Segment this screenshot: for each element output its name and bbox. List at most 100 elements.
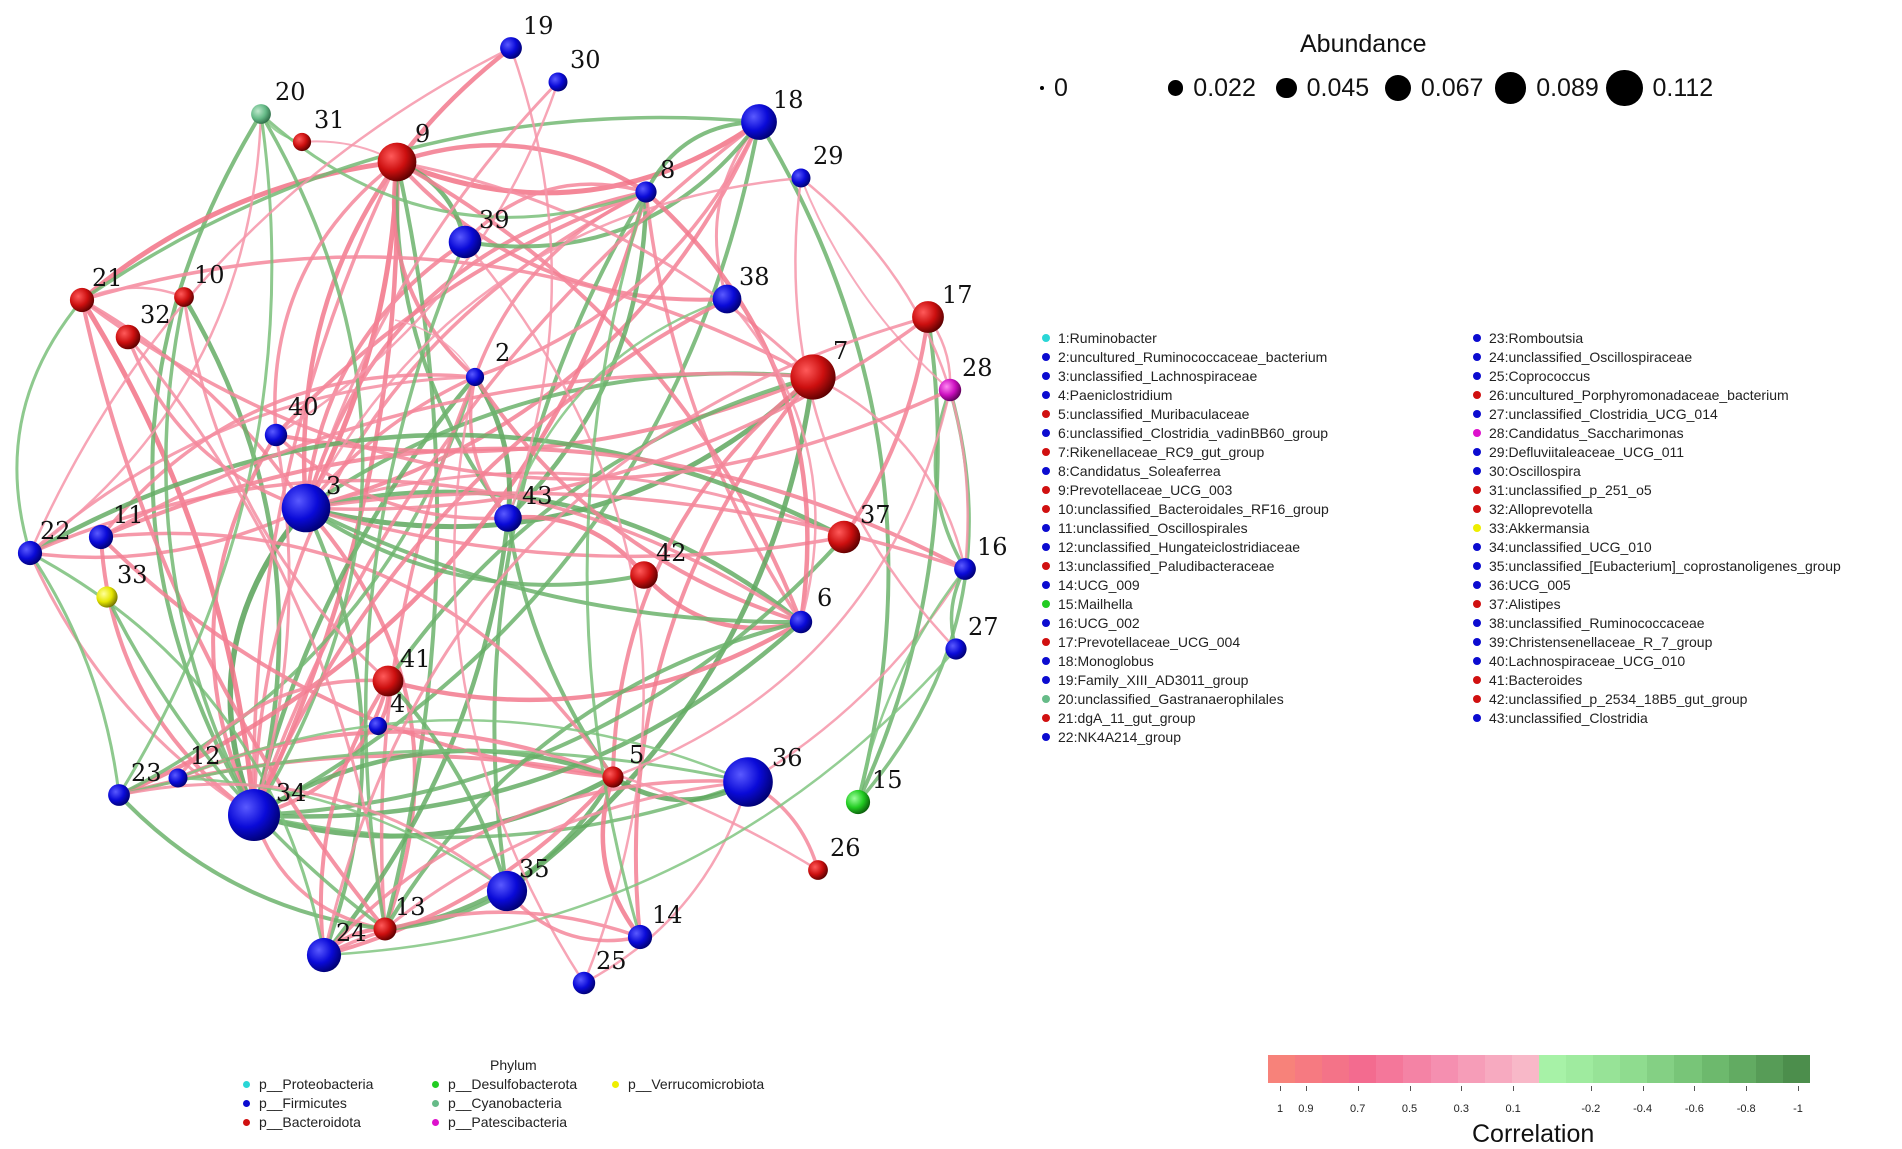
node-33 <box>96 586 118 608</box>
node-label-34: 34 <box>276 779 307 807</box>
colorbar-cell <box>1430 1055 1458 1083</box>
taxa-legend-item: 30:Oscillospira <box>1473 461 1841 480</box>
taxa-color-dot <box>1042 333 1050 342</box>
colorbar-cell <box>1593 1055 1621 1083</box>
colorbar-cell <box>1349 1055 1377 1083</box>
edge-9-21 <box>80 159 398 302</box>
taxa-legend-label: 19:Family_XIII_AD3011_group <box>1058 671 1249 688</box>
edge-28-5 <box>612 389 952 779</box>
node-label-6: 6 <box>817 584 832 612</box>
edge-32-3 <box>126 336 307 510</box>
taxa-color-dot <box>1042 580 1050 589</box>
phylum-color-dot <box>432 1118 439 1126</box>
colorbar-tick-mark <box>1746 1086 1748 1091</box>
node-34 <box>228 789 280 841</box>
node-36 <box>723 757 773 807</box>
edge-7-9 <box>396 160 815 379</box>
colorbar-cell <box>1728 1055 1756 1083</box>
node-label-11: 11 <box>113 501 144 529</box>
taxa-color-dot <box>1042 694 1050 703</box>
edge-40-9 <box>273 160 399 436</box>
taxa-color-dot <box>1473 561 1481 570</box>
taxa-legend-label: 32:Alloprevotella <box>1489 500 1593 517</box>
taxa-legend-label: 1:Ruminobacter <box>1058 329 1157 346</box>
abundance-legend-label: 0.045 <box>1306 73 1370 102</box>
taxa-color-dot <box>1473 409 1481 418</box>
taxa-legend-item: 39:Christensenellaceae_R_7_group <box>1473 632 1841 651</box>
edge-34-11 <box>99 536 256 817</box>
node-11 <box>88 524 114 550</box>
node-10 <box>174 287 194 307</box>
taxa-legend-label: 31:unclassified_p_251_o5 <box>1489 481 1652 498</box>
edge-9-6 <box>396 160 803 623</box>
node-label-29: 29 <box>813 142 844 170</box>
taxa-color-dot <box>1473 637 1481 646</box>
node-35 <box>486 870 528 912</box>
edge-19-43 <box>506 47 554 519</box>
edge-11-7 <box>100 371 814 539</box>
taxa-legend-item: 33:Akkermansia <box>1473 518 1841 537</box>
taxa-color-dot <box>1473 390 1481 399</box>
edge-11-5 <box>100 531 615 778</box>
phylum-legend-label: p__Cyanobacteria <box>448 1095 562 1111</box>
correlation-colorbar <box>1268 1055 1810 1083</box>
abundance-size-marker <box>1385 75 1411 101</box>
taxa-legend-label: 42:unclassified_p_2534_18B5_gut_group <box>1489 690 1748 707</box>
edge-3-7 <box>305 375 815 530</box>
node-label-13: 13 <box>395 893 426 921</box>
node-label-30: 30 <box>570 46 601 74</box>
edge-38-6 <box>726 298 817 623</box>
taxa-legend-item: 12:unclassified_Hungateiclostridiaceae <box>1042 537 1329 556</box>
edge-34-22 <box>28 552 255 817</box>
taxa-color-dot <box>1042 428 1050 437</box>
taxa-legend-item: 14:UCG_009 <box>1042 575 1329 594</box>
colorbar-tick-mark <box>1280 1086 1281 1091</box>
node-layer <box>17 37 976 995</box>
colorbar-title: Correlation <box>1472 1120 1595 1148</box>
taxa-legend-item: 22:NK4A214_group <box>1042 727 1329 746</box>
edge-13-36 <box>384 780 749 931</box>
node-label-31: 31 <box>314 106 345 134</box>
taxa-legend-label: 29:Defluviitaleaceae_UCG_011 <box>1489 443 1685 460</box>
phylum-legend-title: Phylum <box>490 1057 537 1073</box>
taxa-legend-item: 6:unclassified_Clostridia_vadinBB60_grou… <box>1042 423 1329 442</box>
taxa-legend-label: 6:unclassified_Clostridia_vadinBB60_grou… <box>1058 424 1329 441</box>
taxa-color-dot <box>1473 466 1481 475</box>
edge-16-7 <box>812 375 967 570</box>
edge-3-2 <box>304 375 476 510</box>
taxa-legend-item: 4:Paeniclostridium <box>1042 385 1329 404</box>
node-23 <box>108 784 130 806</box>
edge-30-40 <box>275 81 560 437</box>
phylum-legend-item: p__Verrucomicrobiota <box>612 1076 764 1092</box>
node-label-24: 24 <box>336 919 367 947</box>
colorbar-tick-mark <box>1798 1086 1799 1091</box>
node-label-25: 25 <box>596 947 627 975</box>
node-39 <box>448 225 482 259</box>
node-label-21: 21 <box>92 264 123 292</box>
node-label-8: 8 <box>660 156 675 184</box>
taxa-legend-label: 17:Prevotellaceae_UCG_004 <box>1058 633 1241 650</box>
taxa-legend-label: 20:unclassified_Gastranaerophilales <box>1058 690 1284 707</box>
node-25 <box>572 971 596 995</box>
edge-33-13 <box>105 596 387 931</box>
taxa-legend-item: 28:Candidatus_Saccharimonas <box>1473 423 1841 442</box>
taxa-color-dot <box>1473 656 1481 665</box>
phylum-legend-label: p__Verrucomicrobiota <box>628 1076 765 1092</box>
colorbar-cell <box>1701 1055 1729 1083</box>
abundance-legend-label: 0.067 <box>1420 73 1484 102</box>
taxa-legend-item: 34:unclassified_UCG_010 <box>1473 537 1841 556</box>
node-label-36: 36 <box>772 744 803 772</box>
abundance-size-marker <box>1168 80 1184 96</box>
colorbar-cell <box>1376 1055 1404 1083</box>
edge-34-36 <box>253 780 749 840</box>
taxa-color-dot <box>1473 485 1481 494</box>
edge-6-3 <box>305 506 802 625</box>
node-label-10: 10 <box>194 261 225 289</box>
edge-36-23 <box>118 748 749 797</box>
taxa-color-dot <box>1042 656 1050 665</box>
node-label-42: 42 <box>656 539 687 567</box>
taxa-legend-label: 24:unclassified_Oscillospiraceae <box>1489 348 1693 365</box>
taxa-color-dot <box>1042 466 1050 475</box>
node-18 <box>741 104 777 140</box>
